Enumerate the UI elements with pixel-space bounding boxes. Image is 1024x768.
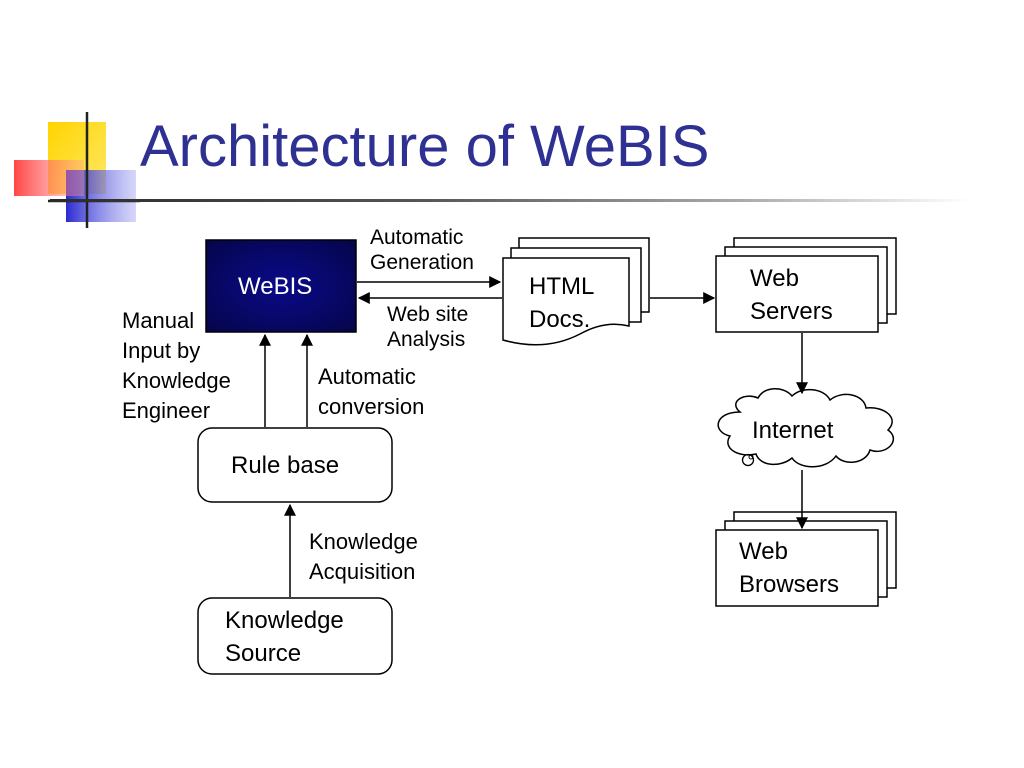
html-docs-line-2: Docs. — [529, 306, 591, 333]
webis-label: WeBIS — [238, 273, 313, 300]
slide-title: Architecture of WeBIS — [140, 114, 710, 179]
knowledge-acquisition-line-2: Acquisition — [309, 559, 416, 584]
web-servers-label: Web Servers — [750, 262, 833, 328]
automatic-conversion-label: Automatic conversion — [318, 362, 424, 422]
internet-cloud-shape — [717, 388, 895, 468]
web-browsers-line-2: Browsers — [739, 571, 840, 598]
manual-input-label: Manual Input by Knowledge Engineer — [122, 306, 231, 426]
web-browsers-label: Web Browsers — [739, 535, 839, 601]
rule-base-box — [197, 427, 393, 503]
knowledge-source-line-1: Knowledge — [225, 607, 344, 634]
rule-base-label: Rule base — [231, 452, 340, 479]
web-servers-shape — [715, 237, 897, 333]
manual-input-line-2: Input by — [122, 338, 201, 363]
automatic-generation-label: Automatic Generation — [370, 225, 474, 275]
title-underline — [50, 199, 970, 202]
manual-input-line-1: Manual — [122, 308, 195, 333]
html-docs-shape — [502, 237, 650, 346]
web-browsers-line-1: Web — [739, 538, 788, 565]
automatic-generation-line-2: Generation — [370, 251, 474, 274]
knowledge-source-line-2: Source — [225, 640, 302, 667]
web-servers-line-1: Web — [750, 265, 799, 292]
web-site-analysis-line-2: Analysis — [387, 328, 466, 351]
html-docs-label: HTML Docs. — [529, 270, 594, 336]
knowledge-source-box — [197, 597, 393, 675]
automatic-conversion-line-2: conversion — [318, 394, 425, 419]
automatic-conversion-line-1: Automatic — [318, 364, 416, 389]
knowledge-acquisition-label: Knowledge Acquisition — [309, 527, 418, 587]
web-browsers-shape — [715, 511, 897, 607]
corner-decoration — [14, 112, 140, 228]
webis-box — [205, 239, 357, 333]
html-docs-line-1: HTML — [529, 273, 595, 300]
web-site-analysis-label: Web site Analysis — [387, 302, 468, 352]
deco-red-square — [14, 160, 84, 196]
internet-label: Internet — [752, 417, 834, 444]
automatic-generation-line-1: Automatic — [370, 226, 464, 249]
knowledge-source-label: Knowledge Source — [225, 604, 344, 670]
knowledge-acquisition-line-1: Knowledge — [309, 529, 418, 554]
manual-input-line-3: Knowledge — [122, 368, 231, 393]
manual-input-line-4: Engineer — [122, 398, 211, 423]
web-site-analysis-line-1: Web site — [387, 303, 469, 326]
web-servers-line-2: Servers — [750, 298, 833, 325]
